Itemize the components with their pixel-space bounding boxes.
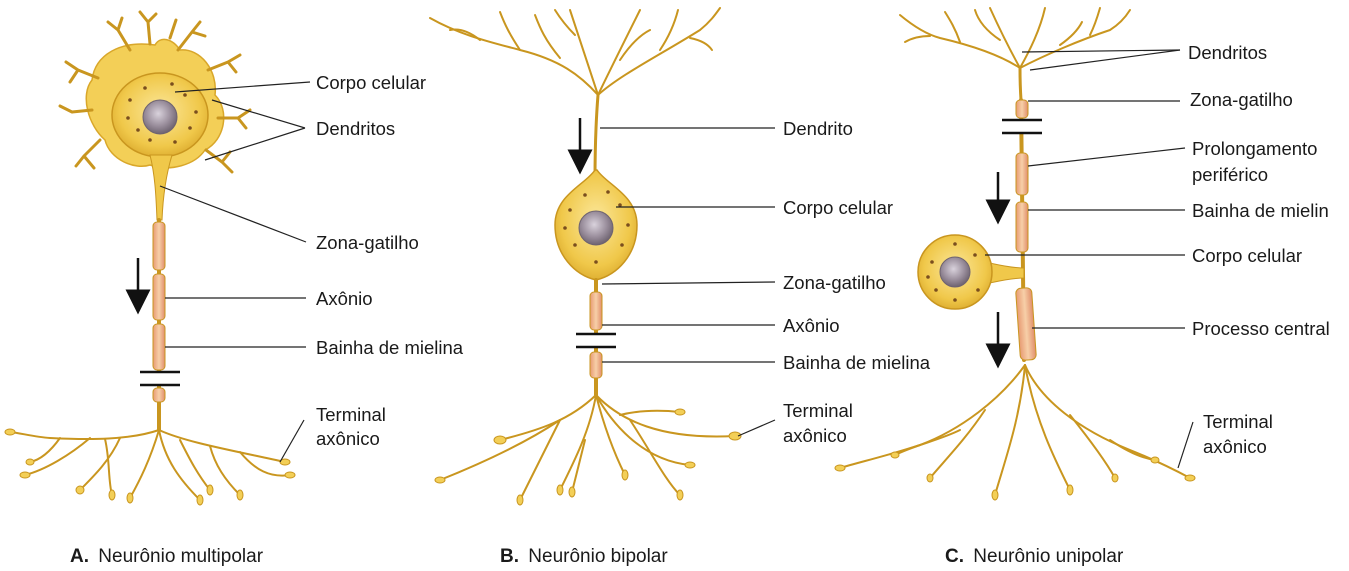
unipolar-label-axon-terminal-1: Terminal: [1203, 411, 1273, 432]
multipolar-caption-text: Neurônio multipolar: [98, 546, 263, 567]
unipolar-myelin-1: [1015, 99, 1029, 119]
bipolar-nucleus: [578, 210, 614, 246]
unipolar-axon-terminal: [839, 364, 1191, 496]
multipolar-label-axon-terminal-2: axônico: [316, 428, 380, 449]
multipolar-myelin-1: [152, 221, 166, 271]
bipolar-label-dendrite: Dendrito: [783, 118, 853, 139]
unipolar-myelin-4: [1015, 287, 1037, 361]
multipolar-caption: A. Neurônio multipolar: [70, 546, 264, 567]
multipolar-label-axon-terminal-1: Terminal: [316, 404, 386, 425]
multipolar-nucleus: [142, 99, 178, 135]
multipolar-axon-terminal: [9, 429, 291, 501]
bipolar-label-myelin-sheath: Bainha de mielina: [783, 352, 931, 373]
multipolar-myelin-4: [152, 387, 166, 403]
unipolar-caption: C. Neurônio unipolar: [945, 546, 1124, 567]
panel-unipolar: Dendritos Zona-gatilho Prolongamento per…: [834, 7, 1330, 567]
multipolar-label-myelin-sheath: Bainha de mielina: [316, 337, 464, 358]
unipolar-label-myelin-sheath: Bainha de mielin: [1192, 200, 1329, 221]
bipolar-label-axon-terminal-1: Terminal: [783, 400, 853, 421]
multipolar-label-axon: Axônio: [316, 288, 373, 309]
multipolar-myelin-3: [152, 323, 166, 371]
bipolar-label-axon-terminal-2: axônico: [783, 425, 847, 446]
unipolar-label-central-process: Processo central: [1192, 318, 1330, 339]
bipolar-myelin-1: [589, 291, 603, 331]
multipolar-label-cell-body: Corpo celular: [316, 72, 426, 93]
unipolar-caption-text: Neurônio unipolar: [973, 546, 1124, 567]
unipolar-axon-break: [1002, 118, 1042, 135]
unipolar-myelin-3: [1015, 201, 1029, 253]
bipolar-axon-break: [576, 332, 616, 349]
unipolar-leader-lines: [985, 49, 1194, 469]
unipolar-label-dendrites: Dendritos: [1188, 42, 1267, 63]
multipolar-label-dendrites: Dendritos: [316, 118, 395, 139]
panel-bipolar: Dendrito Corpo celular Zona-gatilho Axôn…: [429, 7, 931, 567]
unipolar-dendritic-tree: [899, 7, 1131, 102]
unipolar-label-peripheral-process-2: periférico: [1192, 164, 1268, 185]
unipolar-myelin-2: [1015, 152, 1029, 196]
bipolar-caption: B. Neurônio bipolar: [500, 546, 668, 567]
bipolar-leader-lines: [600, 127, 776, 437]
bipolar-caption-letter: B.: [500, 546, 519, 567]
bipolar-myelin-2: [589, 351, 603, 379]
bipolar-label-cell-body: Corpo celular: [783, 197, 893, 218]
unipolar-nucleus: [939, 256, 971, 288]
unipolar-caption-letter: C.: [945, 546, 964, 567]
multipolar-axon-break: [140, 370, 180, 387]
unipolar-label-peripheral-process-1: Prolongamento: [1192, 138, 1317, 159]
bipolar-label-axon: Axônio: [783, 315, 840, 336]
bipolar-label-trigger-zone: Zona-gatilho: [783, 272, 886, 293]
panel-multipolar: Corpo celular Dendritos Zona-gatilho Axô…: [4, 10, 464, 567]
multipolar-caption-letter: A.: [70, 546, 89, 567]
multipolar-label-trigger-zone: Zona-gatilho: [316, 232, 419, 253]
multipolar-leader-lines: [159, 81, 311, 463]
unipolar-label-cell-body: Corpo celular: [1192, 245, 1302, 266]
unipolar-label-trigger-zone: Zona-gatilho: [1190, 89, 1293, 110]
multipolar-myelin-2: [152, 273, 166, 321]
bipolar-caption-text: Neurônio bipolar: [528, 546, 668, 567]
bipolar-axon-terminal: [439, 394, 736, 501]
bipolar-dendritic-tree: [429, 7, 721, 182]
unipolar-label-axon-terminal-2: axônico: [1203, 436, 1267, 457]
